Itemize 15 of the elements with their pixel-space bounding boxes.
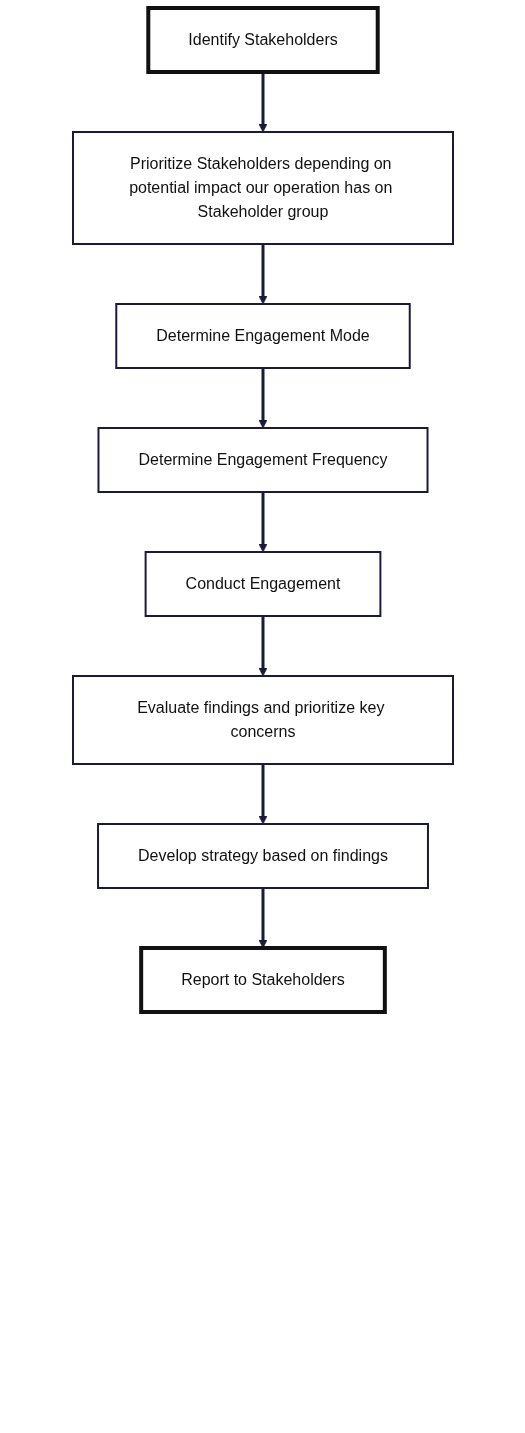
arrow bbox=[258, 764, 267, 825]
node-box: Identify Stakeholders bbox=[145, 6, 380, 74]
node-box: Develop strategy based on findings bbox=[96, 823, 429, 889]
arrow bbox=[258, 492, 267, 553]
node-box: Determine Engagement Mode bbox=[114, 303, 411, 369]
node-box: Report to Stakeholders bbox=[138, 946, 387, 1014]
arrow bbox=[258, 368, 267, 429]
node-box: Determine Engagement Frequency bbox=[97, 427, 428, 493]
node-box: Prioritize Stakeholders depending on potential impact our operation has on Stakeholder group bbox=[71, 131, 454, 245]
node-box: Conduct Engagement bbox=[144, 551, 381, 617]
node-box: Evaluate findings and prioritize key concerns bbox=[71, 675, 454, 765]
arrow bbox=[258, 888, 267, 949]
arrow bbox=[258, 616, 267, 677]
arrow bbox=[258, 244, 267, 305]
arrow bbox=[258, 72, 267, 133]
